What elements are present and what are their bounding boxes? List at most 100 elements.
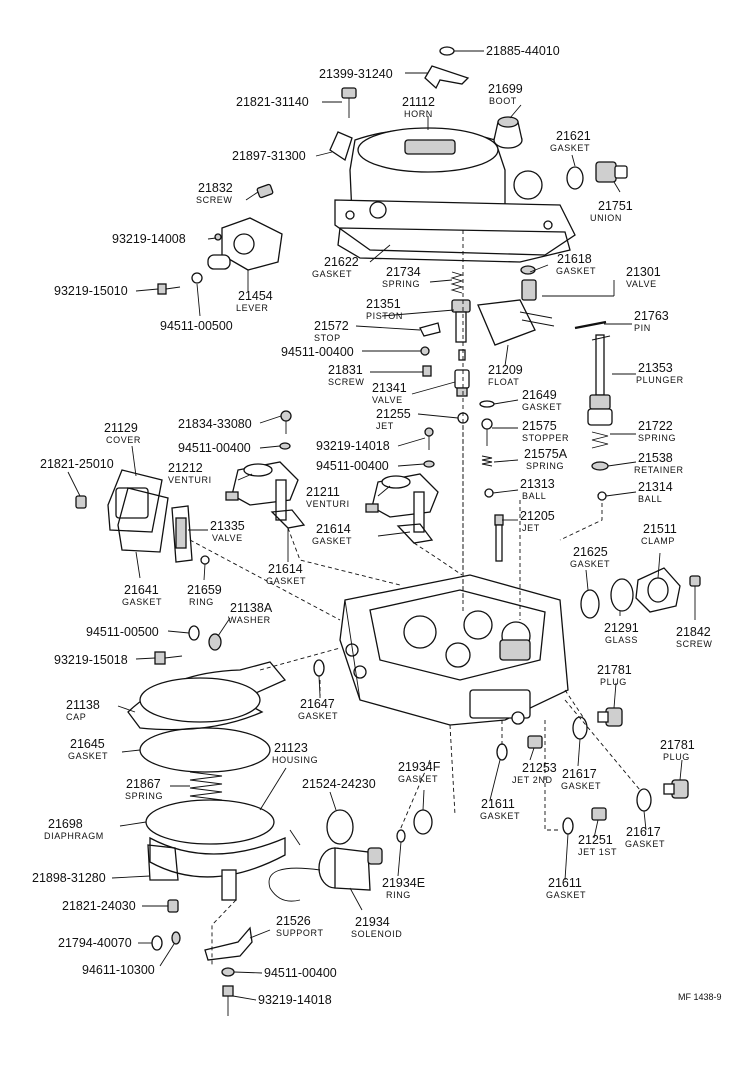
callout-93219-14018-a-number: 93219-14018 bbox=[316, 439, 390, 453]
plug-21781-b-part bbox=[663, 779, 689, 799]
callout-93219-15010-number: 93219-15010 bbox=[54, 284, 128, 298]
spring-21867-part bbox=[189, 771, 223, 805]
callout-94511-00400-c-number: 94511-00400 bbox=[316, 459, 389, 473]
spring-21734-part bbox=[450, 271, 464, 294]
callout-21934e-number: 21934E bbox=[382, 876, 425, 890]
callout-21255-name: JET bbox=[376, 421, 394, 431]
callout-21251-name: JET 1ST bbox=[578, 847, 617, 857]
callout-21625-number: 21625 bbox=[573, 545, 608, 559]
air-horn-part bbox=[334, 127, 576, 256]
valve-21341-part bbox=[454, 369, 470, 397]
leader-lines bbox=[67, 50, 696, 1001]
callout-21763-number: 21763 bbox=[634, 309, 669, 323]
callout-21934e-name: RING bbox=[386, 890, 411, 900]
screw-21821-24030-part bbox=[167, 899, 179, 913]
callout-93219-15018-number: 93219-15018 bbox=[54, 653, 128, 667]
gasket-21524-part bbox=[326, 809, 354, 845]
callout-21511-number: 21511 bbox=[643, 522, 677, 536]
valve-21301-part bbox=[521, 279, 537, 301]
gasket-21617-b-part bbox=[636, 788, 652, 812]
gasket-21614-a-part bbox=[270, 509, 306, 529]
callout-21611-a-number: 21611 bbox=[481, 797, 515, 811]
callout-21211-number: 21211 bbox=[306, 485, 340, 499]
callout-21781-a-number: 21781 bbox=[597, 663, 632, 677]
clip-part bbox=[439, 46, 455, 56]
callout-21138-number: 21138 bbox=[66, 698, 100, 712]
gasket-21641-part bbox=[117, 487, 169, 553]
gasket-21618-part bbox=[520, 265, 536, 275]
callout-21611-a-name: GASKET bbox=[480, 811, 520, 821]
boot-part bbox=[493, 116, 523, 149]
callout-21129-name: COVER bbox=[106, 435, 141, 445]
callout-21659-name: RING bbox=[189, 597, 214, 607]
callout-21212-name: VENTURI bbox=[168, 475, 212, 485]
gasket-21611-b-part bbox=[562, 817, 574, 835]
gasket-21614-b-part bbox=[396, 523, 434, 544]
callout-21138a-number: 21138A bbox=[230, 601, 273, 615]
callout-21645-number: 21645 bbox=[70, 737, 105, 751]
ball-21313-part bbox=[484, 488, 494, 498]
callout-94611-10300-number: 94611-10300 bbox=[82, 963, 155, 977]
callout-21211-name: VENTURI bbox=[306, 499, 350, 509]
callout-21699-name: BOOT bbox=[489, 96, 517, 106]
callout-21575-number: 21575 bbox=[522, 419, 557, 433]
callout-21781-a-name: PLUG bbox=[600, 677, 627, 687]
callout-21253-number: 21253 bbox=[522, 761, 557, 775]
callout-21112-name: HORN bbox=[404, 109, 433, 119]
washer-94511-00500-part bbox=[191, 272, 203, 284]
cap-part bbox=[127, 661, 287, 731]
callout-21341-number: 21341 bbox=[372, 381, 407, 395]
gasket-21611-a-part bbox=[496, 743, 508, 761]
callout-21112-number: 21112 bbox=[402, 95, 435, 109]
callout-21621-name: GASKET bbox=[550, 143, 590, 153]
venturi-21211-part bbox=[365, 473, 439, 533]
callout-21341-name: VALVE bbox=[372, 395, 403, 405]
washer-94511-00400-c-part bbox=[423, 460, 435, 468]
pin-part bbox=[574, 320, 607, 330]
callout-21538-name: RETAINER bbox=[634, 465, 684, 475]
carburetor-body-part bbox=[339, 574, 569, 726]
callout-21934-name: SOLENOID bbox=[351, 929, 402, 939]
callout-21621-number: 21621 bbox=[556, 129, 591, 143]
callout-21575-name: STOPPER bbox=[522, 433, 569, 443]
callout-21614-a-number: 21614 bbox=[268, 562, 303, 576]
callout-21698-number: 21698 bbox=[48, 817, 83, 831]
gasket-21647-part bbox=[313, 659, 325, 677]
support-part bbox=[204, 926, 253, 961]
shaft-part bbox=[458, 349, 466, 361]
callout-94511-00400-d-number: 94511-00400 bbox=[264, 966, 337, 980]
jet-21205-part bbox=[494, 514, 504, 562]
callout-21751-name: UNION bbox=[590, 213, 622, 223]
callout-21794-40070-number: 21794-40070 bbox=[58, 936, 132, 950]
callout-21934-number: 21934 bbox=[355, 915, 390, 929]
bolt-93219-15010-part bbox=[157, 283, 181, 295]
callout-21821-31140-number: 21821-31140 bbox=[236, 95, 309, 109]
washer-94511-00500-b-part bbox=[188, 625, 200, 641]
callout-21353-name: PLUNGER bbox=[636, 375, 684, 385]
air-horn-gasket-part bbox=[337, 227, 571, 263]
ring-21659-part bbox=[200, 555, 210, 565]
bolt-93219-15018-part bbox=[154, 651, 183, 665]
callout-21617-a-number: 21617 bbox=[562, 767, 597, 781]
callout-21698-name: DIAPHRAGM bbox=[44, 831, 104, 841]
gasket-21625-part bbox=[580, 589, 600, 619]
callout-21123-number: 21123 bbox=[274, 741, 308, 755]
screw-93219-14008-part bbox=[214, 233, 222, 241]
lever-part bbox=[207, 217, 283, 271]
callout-21313-number: 21313 bbox=[520, 477, 555, 491]
callout-21722-number: 21722 bbox=[638, 419, 673, 433]
callout-21572-number: 21572 bbox=[314, 319, 349, 333]
gasket-21617-a-part bbox=[572, 716, 588, 740]
callout-21898-31280-number: 21898-31280 bbox=[32, 871, 106, 885]
callout-21622-number: 21622 bbox=[324, 255, 359, 269]
washer-21794-part bbox=[151, 935, 163, 951]
cover-part bbox=[107, 469, 163, 533]
callout-21291-number: 21291 bbox=[604, 621, 639, 635]
callout-21335-number: 21335 bbox=[210, 519, 245, 533]
callout-21454-name: LEVER bbox=[236, 303, 269, 313]
screw-21821-31140-part bbox=[341, 87, 357, 118]
callout-21625-name: GASKET bbox=[570, 559, 610, 569]
gasket-21645-part bbox=[139, 727, 271, 773]
washer-94511-00400-part bbox=[420, 346, 430, 356]
jet-21253-part bbox=[527, 735, 543, 749]
